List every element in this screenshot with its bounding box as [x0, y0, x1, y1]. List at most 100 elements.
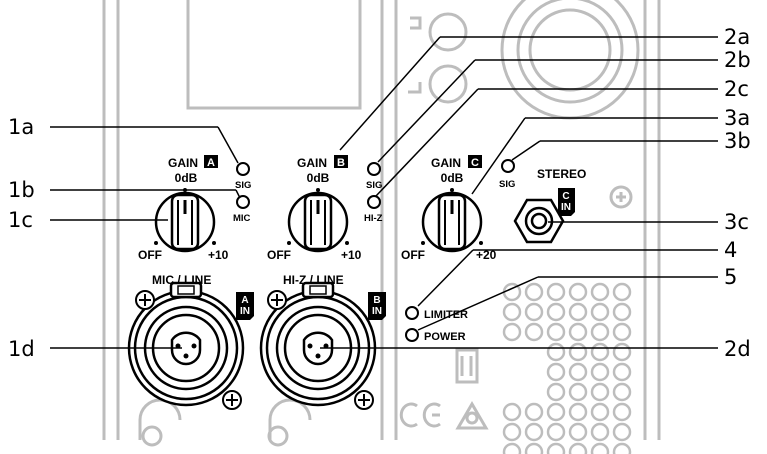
grille-hole — [568, 302, 588, 322]
grille-hole — [502, 422, 522, 442]
grille-hole — [568, 422, 588, 442]
gain-b-0db: 0dB — [307, 171, 330, 185]
grille-hole — [568, 442, 588, 454]
gain-a-off: OFF — [138, 248, 162, 262]
grille-hole — [612, 422, 632, 442]
xlr-combo-jack-b[interactable]: HI-Z / LINE B IN — [259, 268, 386, 410]
sig-a-label: SIG — [235, 180, 251, 191]
sig-c-led — [501, 159, 515, 173]
grille-hole — [502, 442, 522, 454]
callout-1a: 1a — [8, 115, 34, 139]
grille-hole — [546, 362, 566, 382]
grille-hole — [612, 282, 632, 302]
grille-hole — [568, 382, 588, 402]
grille-hole — [546, 442, 566, 454]
callout-3a: 3a — [724, 106, 750, 130]
gain-c-off: OFF — [401, 248, 425, 262]
in-badge-b-top: B — [373, 295, 380, 306]
svg-text:C: C — [562, 191, 569, 202]
gain-c-knob[interactable] — [421, 191, 483, 253]
gain-b-badge: B — [337, 157, 345, 169]
grille-hole — [612, 382, 632, 402]
channel-c: GAIN C 0dB OFF +20 SIG STEREO C IN — [401, 155, 586, 262]
grille-hole — [546, 322, 566, 342]
grille-hole — [590, 442, 610, 454]
callout-1c: 1c — [8, 208, 33, 232]
xlr-combo-jack-a[interactable]: MIC / LINE A IN — [127, 268, 254, 410]
callout-1b: 1b — [8, 178, 35, 202]
grille-hole — [568, 282, 588, 302]
grille-hole — [568, 402, 588, 422]
stereo-jack[interactable] — [513, 198, 565, 244]
in-badge-c: C IN — [558, 188, 575, 216]
limiter-indicator: LIMITER — [405, 306, 468, 321]
grille-hole — [546, 422, 566, 442]
gain-c-badge: C — [471, 157, 479, 169]
grille-hole — [524, 402, 544, 422]
in-badge-a-bottom: IN — [240, 306, 250, 317]
channel-a: GAIN A 0dB OFF +10 SIG MIC — [138, 155, 251, 262]
grille-hole — [590, 342, 610, 362]
grille-hole — [546, 282, 566, 302]
gain-b-max: +10 — [341, 248, 362, 262]
grille-hole — [612, 302, 632, 322]
gain-a-knob[interactable] — [154, 191, 216, 253]
speaker-grille — [502, 282, 632, 454]
grille-hole — [546, 342, 566, 362]
grille-hole — [524, 302, 544, 322]
certification-marks — [399, 348, 489, 430]
svg-text:IN: IN — [561, 202, 571, 213]
gain-c-max: +20 — [476, 248, 497, 262]
grille-hole — [524, 322, 544, 342]
grille-hole — [590, 302, 610, 322]
grille-hole — [590, 382, 610, 402]
gain-a-0db: 0dB — [175, 171, 198, 185]
gain-c-label: GAIN — [431, 156, 461, 170]
grille-hole — [590, 322, 610, 342]
mic-a-label: MIC — [233, 213, 251, 224]
gain-c-0db: 0dB — [441, 171, 464, 185]
in-badge-b-bottom: IN — [372, 306, 382, 317]
gain-a-max: +10 — [208, 248, 229, 262]
grille-hole — [524, 422, 544, 442]
grille-hole — [590, 422, 610, 442]
grille-hole — [524, 442, 544, 454]
grille-hole — [546, 302, 566, 322]
grille-hole — [590, 402, 610, 422]
grille-hole — [546, 382, 566, 402]
grille-hole — [568, 322, 588, 342]
gain-b-off: OFF — [267, 248, 291, 262]
grille-hole — [546, 402, 566, 422]
gain-b-label: GAIN — [297, 156, 327, 170]
callout-2a: 2a — [724, 25, 750, 49]
grille-hole — [612, 442, 632, 454]
power-indicator: POWER — [405, 328, 466, 343]
gain-a-label: GAIN — [168, 156, 198, 170]
grille-hole — [590, 362, 610, 382]
grille-hole — [568, 362, 588, 382]
grille-hole — [524, 282, 544, 302]
callout-labels: 1a 1b 1c 1d 2a 2b 2c 3a 3b 3c 4 5 2d — [8, 25, 751, 361]
grille-hole — [502, 402, 522, 422]
sig-a-led — [236, 162, 250, 176]
gain-a-badge-bg — [204, 155, 218, 168]
hiz-b-led — [367, 195, 381, 209]
sig-b-led — [367, 162, 381, 176]
hiz-b-label: HI-Z — [364, 213, 383, 224]
grille-hole — [502, 302, 522, 322]
sig-c-label: SIG — [499, 179, 515, 190]
gain-b-knob[interactable] — [287, 191, 349, 253]
power-label: POWER — [424, 331, 466, 343]
gain-a-badge: A — [207, 157, 215, 169]
grille-hole — [590, 282, 610, 302]
callout-3b: 3b — [724, 129, 751, 153]
grille-hole — [612, 362, 632, 382]
channel-b: GAIN B 0dB OFF +10 SIG HI-Z — [267, 155, 383, 262]
callout-2c: 2c — [724, 77, 749, 101]
callout-2d: 2d — [724, 337, 751, 361]
callout-4: 4 — [724, 238, 737, 262]
grille-hole — [612, 322, 632, 342]
in-badge-a-top: A — [241, 295, 248, 306]
stereo-label: STEREO — [537, 167, 586, 181]
